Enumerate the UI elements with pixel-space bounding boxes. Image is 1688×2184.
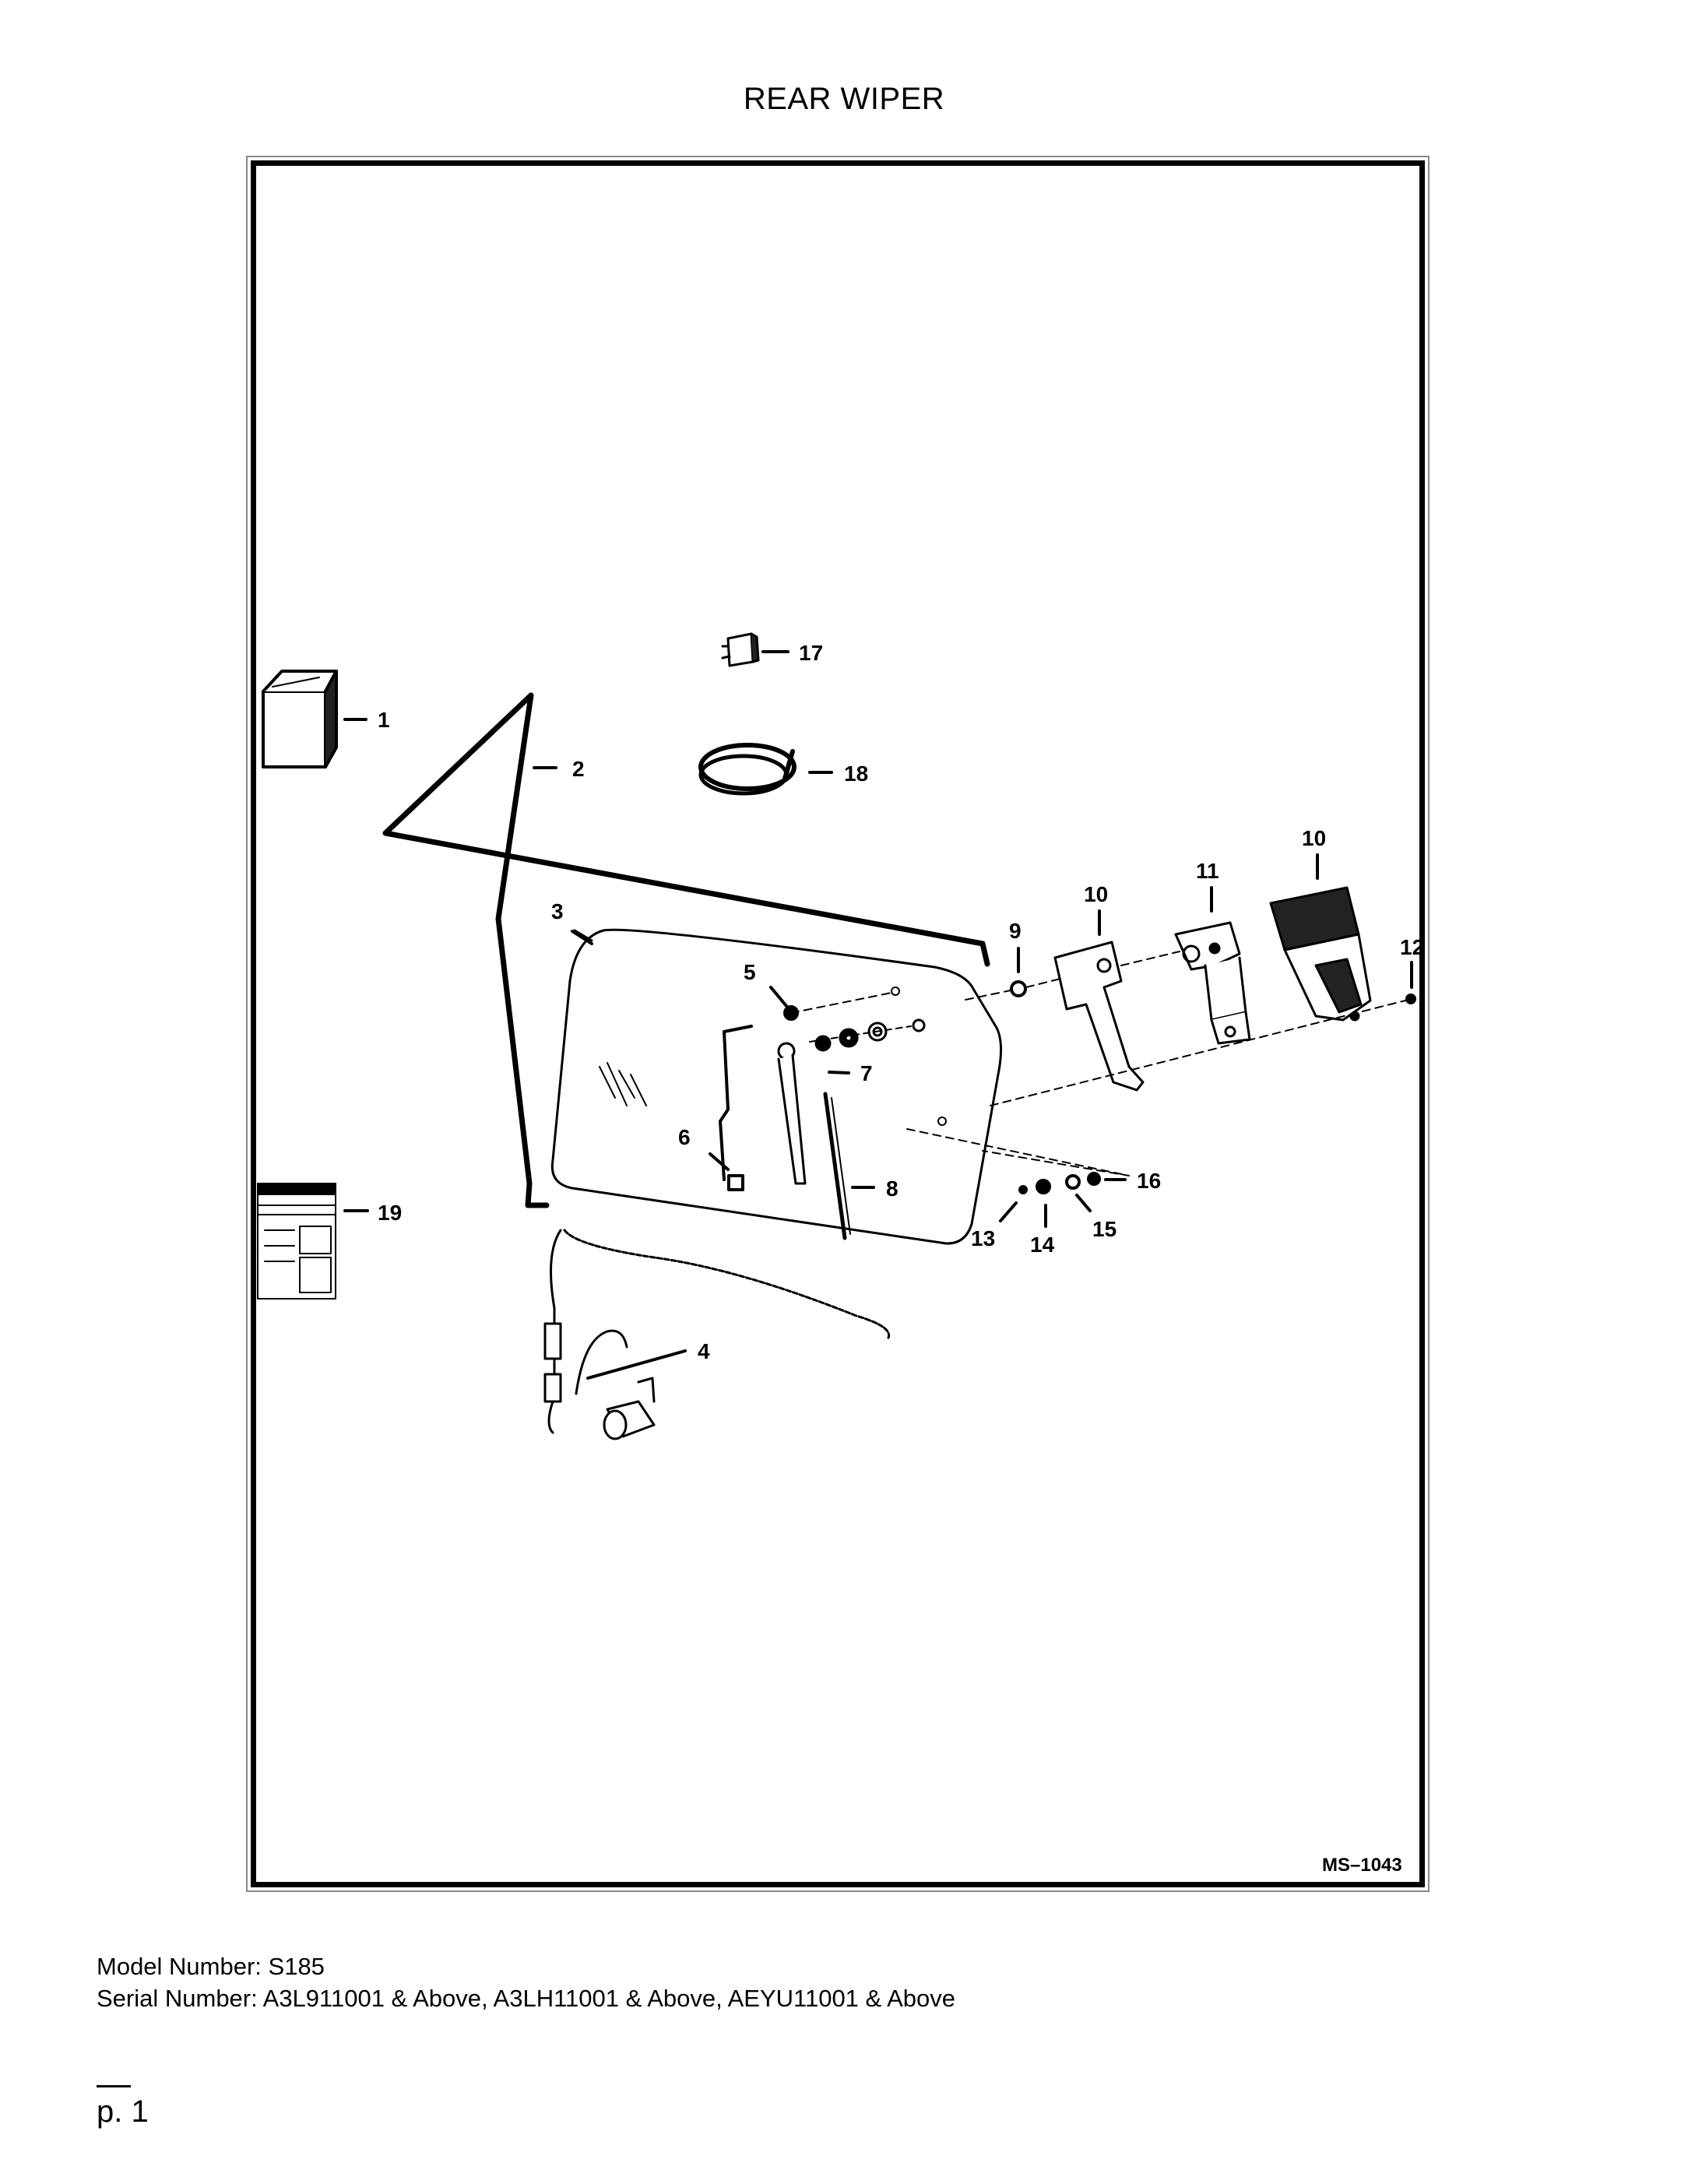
part-6-nozzle xyxy=(719,1025,753,1191)
callout-6: 6 xyxy=(678,1125,691,1149)
part-10-bracket-left xyxy=(1053,941,1145,1092)
callout-13: 13 xyxy=(971,1226,995,1250)
callout-5: 5 xyxy=(744,960,756,984)
part-14-washer xyxy=(1036,1179,1051,1194)
page-number: p. 1 xyxy=(97,2094,149,2129)
part-17-switch xyxy=(721,632,760,667)
figure-id: MS–1043 xyxy=(1322,1855,1402,1876)
callout-1: 1 xyxy=(378,708,390,732)
part-3-rear-window xyxy=(550,928,1002,1245)
callout-3: 3 xyxy=(551,899,564,923)
part-16-grommet xyxy=(1087,1172,1101,1186)
part-19-decal xyxy=(257,1183,336,1299)
part-2-seal xyxy=(382,692,990,1208)
part-7-wiper-arm xyxy=(777,1018,926,1185)
callout-8: 8 xyxy=(886,1176,899,1201)
part-1-box xyxy=(262,670,338,768)
part-9-grommet xyxy=(1010,980,1027,997)
leader-7 xyxy=(828,1071,850,1074)
callout-10-right: 10 xyxy=(1302,826,1326,850)
leader-15 xyxy=(1075,1194,1092,1212)
part-10-cover-right xyxy=(1269,886,1372,1022)
page-rule xyxy=(97,2085,131,2087)
part-15-washer xyxy=(1065,1174,1081,1190)
callout-4: 4 xyxy=(698,1339,710,1363)
callout-15: 15 xyxy=(1092,1217,1117,1241)
part-8-wiper-blade xyxy=(823,1092,851,1240)
callout-18: 18 xyxy=(844,761,868,786)
callout-16: 16 xyxy=(1137,1169,1161,1193)
serial-number: Serial Number: A3L911001 & Above, A3LH11… xyxy=(97,1985,956,2012)
leader-5 xyxy=(769,986,788,1008)
page-title: REAR WIPER xyxy=(743,82,945,116)
diagram-outer-border xyxy=(246,156,1430,1892)
callout-11: 11 xyxy=(1196,859,1219,883)
callout-19: 19 xyxy=(378,1201,402,1225)
callout-7: 7 xyxy=(860,1061,873,1085)
diagram-frame xyxy=(251,160,1425,1887)
part-13-nut xyxy=(1018,1185,1028,1194)
callout-17: 17 xyxy=(799,641,823,665)
callout-9: 9 xyxy=(1009,919,1022,943)
leader-3 xyxy=(571,930,593,945)
leader-6 xyxy=(709,1152,730,1171)
part-4-washer-pump xyxy=(543,1229,891,1440)
callout-2: 2 xyxy=(572,757,585,781)
part-11-wiper-motor xyxy=(1174,921,1251,1045)
model-number: Model Number: S185 xyxy=(97,1953,325,1980)
callout-12: 12 xyxy=(1400,935,1424,959)
leader-13 xyxy=(999,1201,1018,1222)
part-12-screw xyxy=(1405,994,1416,1004)
callout-14: 14 xyxy=(1030,1233,1055,1257)
leader-4 xyxy=(586,1349,687,1380)
callout-10-left: 10 xyxy=(1084,882,1108,906)
part-18-hose-coil xyxy=(698,743,797,796)
